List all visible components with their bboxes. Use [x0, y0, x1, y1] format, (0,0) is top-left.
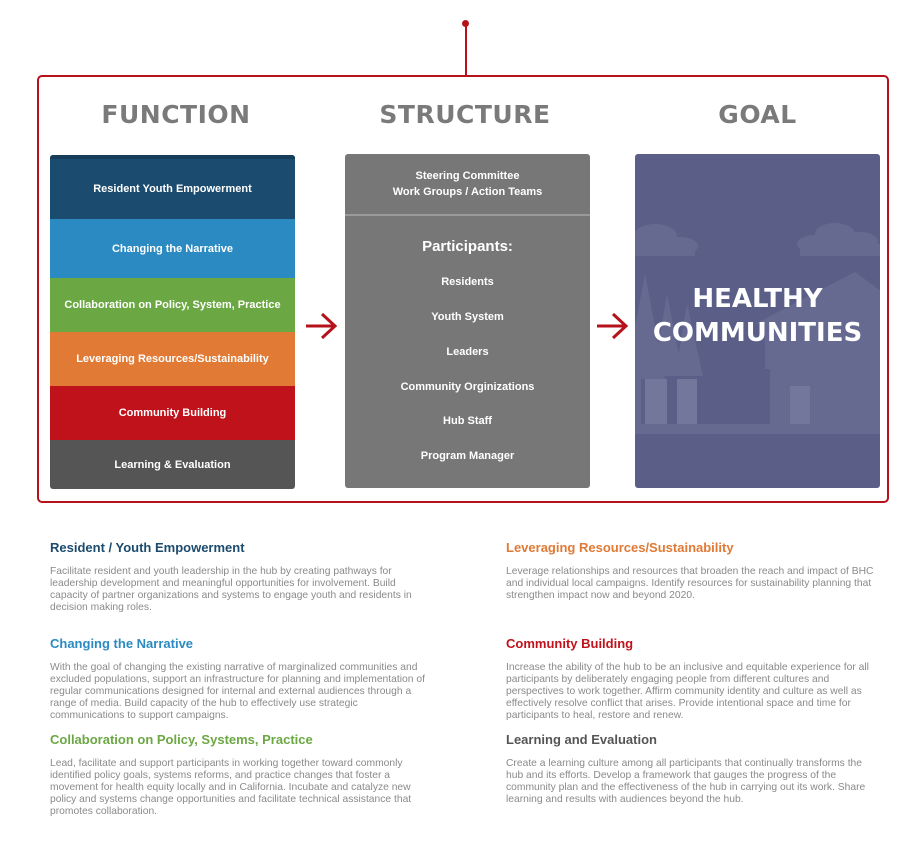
structure-divider	[345, 214, 590, 216]
function-learning-evaluation: Learning & Evaluation	[50, 440, 295, 489]
arrow-right-icon	[304, 311, 338, 341]
steering-committee-label: Steering Committee	[415, 170, 520, 182]
desc-title-learning-evaluation: Learning and Evaluation	[506, 732, 657, 747]
desc-title-community-building: Community Building	[506, 636, 634, 651]
goal-title-line1: HEALTHY	[692, 284, 823, 314]
function-stack: Resident Youth Empowerment Changing the …	[50, 155, 295, 489]
desc-body-collaboration: Lead, facilitate and support participant…	[50, 758, 412, 817]
community-illustration	[635, 223, 880, 434]
diagram-frame	[37, 75, 889, 503]
desc-body-changing-narrative: With the goal of changing the existing n…	[50, 662, 425, 721]
participant-item: Hub Staff	[443, 415, 492, 427]
participants-title: Participants:	[422, 238, 513, 255]
function-community-building: Community Building	[50, 386, 295, 440]
participant-item: Residents	[441, 276, 494, 288]
desc-title-leveraging-resources: Leveraging Resources/Sustainability	[506, 540, 734, 555]
function-collaboration: Collaboration on Policy, System, Practic…	[50, 278, 295, 332]
participant-item: Youth System	[431, 311, 504, 323]
arrow-right-icon	[595, 311, 629, 341]
desc-title-changing-narrative: Changing the Narrative	[50, 636, 194, 651]
function-changing-the-narrative: Changing the Narrative	[50, 219, 295, 278]
heading-function: FUNCTION	[101, 100, 251, 129]
desc-body-community-building: Increase the ability of the hub to be an…	[506, 662, 869, 721]
function-resident-youth-empowerment: Resident Youth Empowerment	[50, 155, 295, 219]
participant-item: Program Manager	[420, 450, 515, 462]
connector-line	[465, 23, 467, 76]
goal-title-line2: COMMUNITIES	[652, 318, 863, 348]
structure-committees: Steering Committee Work Groups / Action …	[345, 154, 590, 214]
desc-body-youth-empowerment: Facilitate resident and youth leadership…	[50, 566, 412, 613]
heading-goal: GOAL	[718, 100, 797, 129]
work-groups-label: Work Groups / Action Teams	[392, 186, 543, 198]
participant-item: Community Orginizations	[400, 381, 535, 393]
function-leveraging-resources: Leveraging Resources/Sustainability	[50, 332, 295, 386]
goal-title: HEALTHY COMMUNITIES	[635, 282, 880, 350]
connector-dot	[462, 20, 469, 27]
structure-box: Steering Committee Work Groups / Action …	[345, 154, 590, 488]
desc-body-leveraging-resources: Leverage relationships and resources tha…	[506, 566, 874, 601]
desc-title-collaboration: Collaboration on Policy, Systems, Practi…	[50, 732, 313, 747]
desc-title-youth-empowerment: Resident / Youth Empowerment	[50, 540, 245, 555]
desc-body-learning-evaluation: Create a learning culture among all part…	[506, 758, 866, 805]
heading-structure: STRUCTURE	[379, 100, 551, 129]
goal-box: HEALTHY COMMUNITIES	[635, 154, 880, 488]
participant-item: Leaders	[446, 346, 489, 358]
